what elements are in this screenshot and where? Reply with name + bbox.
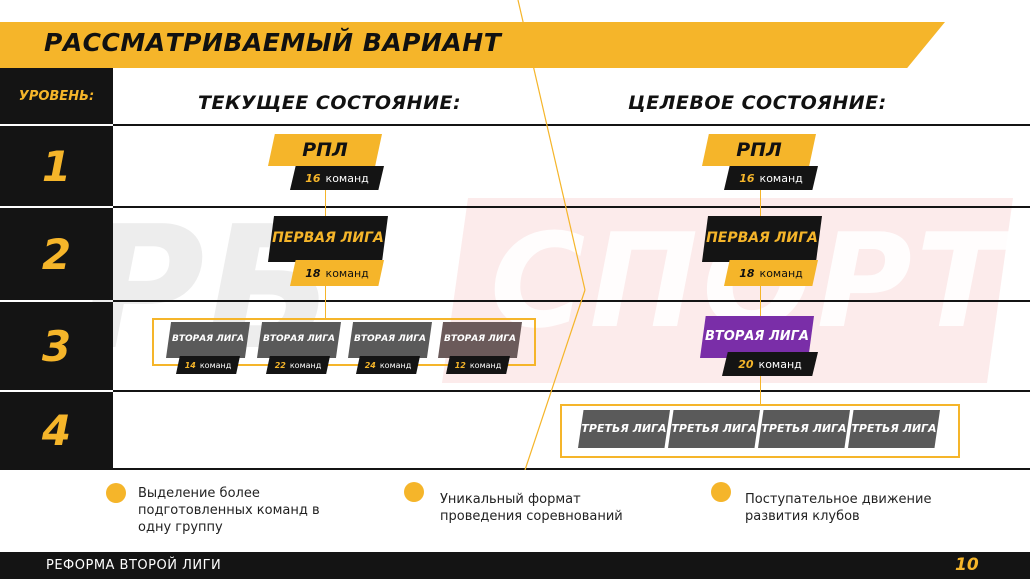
current-second-league-box: ВТОРАЯ ЛИГА: [348, 322, 432, 358]
current-first-league-box: ПЕРВАЯ ЛИГА: [268, 216, 388, 262]
target-state-header: ЦЕЛЕВОЕ СОСТОЯНИЕ:: [628, 92, 887, 114]
league-name: ТРЕТЬЯ ЛИГА: [671, 421, 757, 435]
row-divider: [113, 390, 1030, 392]
team-unit: команд: [758, 357, 802, 371]
target-third-league-frame: [560, 404, 960, 458]
page-title: РАССМАТРИВАЕМЫЙ ВАРИАНТ: [44, 28, 502, 57]
league-name: ПЕРВАЯ ЛИГА: [706, 230, 818, 247]
row-divider: [113, 206, 1030, 208]
current-second-league-frame: [152, 318, 536, 366]
bullet-icon: [404, 482, 424, 502]
current-second-league-count: 12 команд: [446, 356, 510, 374]
current-first-league-count: 18 команд: [290, 260, 384, 286]
row-divider: [0, 468, 1030, 470]
league-name: ВТОРАЯ ЛИГА: [354, 334, 426, 345]
league-name: РПЛ: [736, 139, 782, 161]
connector-line: [325, 166, 326, 216]
level-header-cell: УРОВЕНЬ:: [0, 68, 113, 124]
bullet-icon: [106, 483, 126, 503]
note-text: Выделение более подготовленных команд в …: [138, 486, 320, 535]
current-state-header: ТЕКУЩЕЕ СОСТОЯНИЕ:: [198, 92, 462, 114]
level-number: 3: [41, 321, 72, 371]
level-number: 1: [41, 141, 72, 191]
league-name: ВТОРАЯ ЛИГА: [172, 334, 244, 345]
footer-bar: [0, 552, 1030, 579]
level-cell-2: 2: [0, 208, 113, 300]
league-name: ТРЕТЬЯ ЛИГА: [761, 421, 847, 435]
footer-title: РЕФОРМА ВТОРОЙ ЛИГИ: [46, 558, 222, 573]
league-name: ПЕРВАЯ ЛИГА: [272, 230, 384, 247]
team-count: 18: [739, 266, 755, 280]
connector-line: [760, 376, 761, 404]
connector-line: [325, 286, 326, 318]
team-unit: команд: [759, 171, 803, 185]
target-third-league-box: ТРЕТЬЯ ЛИГА: [578, 410, 670, 448]
team-unit: команд: [289, 360, 322, 370]
team-unit: команд: [325, 171, 369, 185]
target-second-league-box: ВТОРАЯ ЛИГА: [700, 316, 814, 358]
page-number: 10: [955, 555, 979, 575]
level-cell-3: 3: [0, 302, 113, 390]
current-second-league-box: ВТОРАЯ ЛИГА: [257, 322, 341, 358]
note-text: Поступательное движение развития клубов: [745, 492, 932, 524]
team-unit: команд: [759, 266, 803, 280]
connector-line: [760, 286, 761, 316]
current-rpl-box: РПЛ: [268, 134, 382, 166]
connector-line: [760, 166, 761, 216]
league-name: ВТОРАЯ ЛИГА: [705, 328, 809, 344]
level-number: 2: [41, 229, 72, 279]
team-unit: команд: [199, 360, 232, 370]
team-count: 22: [274, 360, 286, 370]
league-name: ТРЕТЬЯ ЛИГА: [851, 421, 937, 435]
column-separator: [517, 0, 586, 470]
team-count: 20: [738, 357, 754, 371]
league-name: РПЛ: [302, 139, 348, 161]
target-third-league-box: ТРЕТЬЯ ЛИГА: [758, 410, 850, 448]
level-number: 4: [41, 405, 72, 455]
level-cell-1: 1: [0, 126, 113, 206]
team-count: 14: [184, 360, 196, 370]
target-rpl-box: РПЛ: [702, 134, 816, 166]
current-second-league-box: ВТОРАЯ ЛИГА: [166, 322, 250, 358]
team-count: 24: [364, 360, 376, 370]
row-divider: [113, 300, 1030, 302]
current-second-league-count: 24 команд: [356, 356, 420, 374]
note-text: Уникальный формат проведения соревновани…: [440, 492, 623, 524]
league-name: ТРЕТЬЯ ЛИГА: [581, 421, 667, 435]
target-rpl-count: 16 команд: [724, 166, 818, 190]
current-second-league-box: ВТОРАЯ ЛИГА: [438, 322, 522, 358]
team-unit: команд: [379, 360, 412, 370]
target-third-league-box: ТРЕТЬЯ ЛИГА: [668, 410, 760, 448]
league-name: ВТОРАЯ ЛИГА: [263, 334, 335, 345]
team-count: 16: [305, 171, 321, 185]
current-second-league-count: 22 команд: [266, 356, 330, 374]
team-count: 16: [739, 171, 755, 185]
team-count: 12: [454, 360, 466, 370]
current-rpl-count: 16 команд: [290, 166, 384, 190]
target-first-league-box: ПЕРВАЯ ЛИГА: [702, 216, 822, 262]
row-divider: [113, 124, 1030, 126]
level-header: УРОВЕНЬ:: [18, 88, 95, 104]
target-third-league-box: ТРЕТЬЯ ЛИГА: [848, 410, 940, 448]
team-unit: команд: [325, 266, 369, 280]
level-cell-4: 4: [0, 392, 113, 468]
target-second-league-count: 20 команд: [722, 352, 818, 376]
current-second-league-count: 14 команд: [176, 356, 240, 374]
team-unit: команд: [469, 360, 502, 370]
target-first-league-count: 18 команд: [724, 260, 818, 286]
league-name: ВТОРАЯ ЛИГА: [444, 334, 516, 345]
bullet-icon: [711, 482, 731, 502]
team-count: 18: [305, 266, 321, 280]
title-banner: [0, 22, 945, 68]
